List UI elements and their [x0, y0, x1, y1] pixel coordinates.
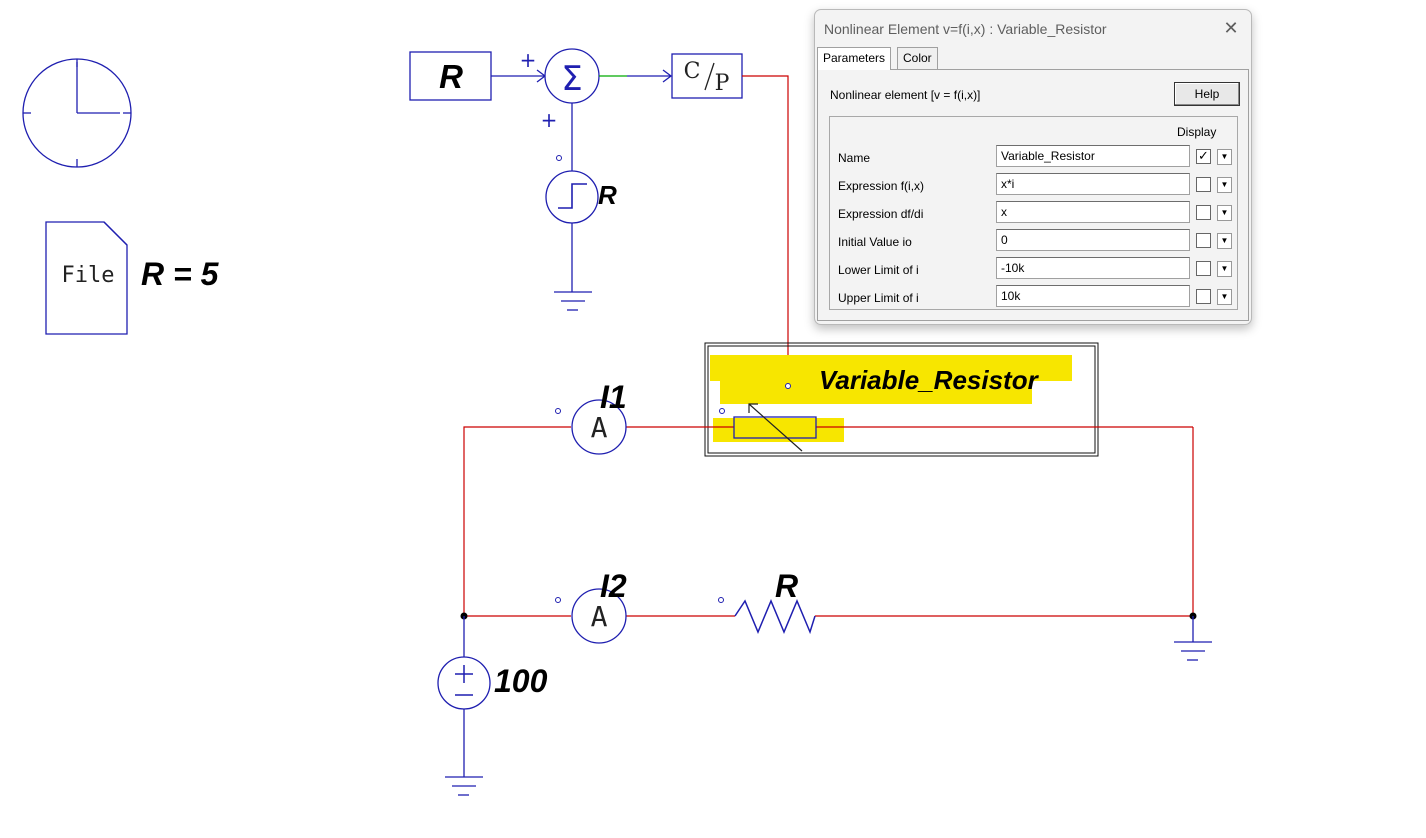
- ammeter-2-symbol: A: [591, 600, 608, 633]
- ammeter-2-label: I2: [600, 568, 627, 604]
- selection-box-inner: [707, 345, 1096, 454]
- expression-df-input[interactable]: x: [996, 201, 1190, 223]
- ammeter-1-symbol: A: [591, 411, 608, 444]
- param-label: Lower Limit of i: [838, 263, 919, 277]
- display-checkbox-name[interactable]: ✓: [1196, 149, 1211, 164]
- ammeter-1-label: I1: [600, 379, 627, 415]
- param-row-expression-df: Expression df/di x ▼: [830, 201, 1237, 225]
- r-source-block[interactable]: R: [409, 51, 492, 101]
- summer-plus-top: +: [520, 48, 537, 72]
- cp-block-p: P: [715, 71, 730, 96]
- chevron-down-icon[interactable]: ▼: [1217, 261, 1232, 277]
- param-row-initial-value: Initial Value io 0 ▼: [830, 229, 1237, 253]
- source-label: 100: [494, 663, 548, 699]
- initial-value-input[interactable]: 0: [996, 229, 1190, 251]
- clock-element[interactable]: [22, 58, 132, 168]
- ground-right: [1174, 641, 1212, 661]
- chevron-down-icon[interactable]: ▼: [1217, 149, 1232, 165]
- summer-sigma: Σ: [561, 59, 582, 99]
- ammeter-2[interactable]: A: [571, 588, 627, 644]
- display-checkbox-lower-limit[interactable]: [1196, 261, 1211, 276]
- param-label: Initial Value io: [838, 235, 912, 249]
- expression-f-input[interactable]: x*i: [996, 173, 1190, 195]
- chevron-down-icon[interactable]: ▼: [1217, 177, 1232, 193]
- variable-resistor[interactable]: [733, 403, 817, 452]
- param-label: Name: [838, 151, 871, 165]
- help-button[interactable]: Help: [1174, 82, 1240, 106]
- step-source-label: R: [598, 180, 617, 210]
- display-checkbox-upper-limit[interactable]: [1196, 289, 1211, 304]
- summer-plus-bottom: +: [541, 108, 558, 132]
- lower-limit-input[interactable]: -10k: [996, 257, 1190, 279]
- display-checkbox-initial-value[interactable]: [1196, 233, 1211, 248]
- r-assign-label: R = 5: [141, 256, 219, 292]
- ground-step: [554, 291, 592, 311]
- param-label: Expression df/di: [838, 207, 924, 221]
- param-label: Expression f(i,x): [838, 179, 925, 193]
- ammeter-1[interactable]: A: [571, 399, 627, 455]
- file-block-label: File: [62, 263, 115, 288]
- display-header: Display: [1177, 125, 1217, 139]
- param-row-name: Name Variable_Resistor ✓ ▼: [830, 145, 1237, 169]
- wire-control: [742, 75, 789, 383]
- r-source-label: R: [439, 58, 463, 95]
- highlight-bar-2: [720, 378, 1032, 404]
- display-checkbox-expression-f[interactable]: [1196, 177, 1211, 192]
- ground-source: [445, 776, 483, 796]
- tab-color[interactable]: Color: [897, 47, 938, 69]
- resistor-label: R: [775, 568, 799, 604]
- param-row-expression-f: Expression f(i,x) x*i ▼: [830, 173, 1237, 197]
- chevron-down-icon[interactable]: ▼: [1217, 205, 1232, 221]
- param-row-lower-limit: Lower Limit of i -10k ▼: [830, 257, 1237, 281]
- step-source[interactable]: [545, 170, 599, 224]
- file-block[interactable]: File: [45, 221, 128, 335]
- chevron-down-icon[interactable]: ▼: [1217, 289, 1232, 305]
- cp-block-c: C: [684, 59, 701, 84]
- highlight-bar-1: [710, 355, 1072, 381]
- parameters-group: Display Name Variable_Resistor ✓ ▼ Expre…: [829, 116, 1238, 310]
- tab-parameters[interactable]: Parameters: [817, 47, 892, 70]
- name-input[interactable]: Variable_Resistor: [996, 145, 1190, 167]
- close-icon[interactable]: ✕: [1223, 18, 1239, 38]
- upper-limit-input[interactable]: 10k: [996, 285, 1190, 307]
- chevron-down-icon[interactable]: ▼: [1217, 233, 1232, 249]
- param-row-upper-limit: Upper Limit of i 10k ▼: [830, 285, 1237, 309]
- dialog-title: Nonlinear Element v=f(i,x) : Variable_Re…: [824, 21, 1107, 37]
- param-label: Upper Limit of i: [838, 291, 919, 305]
- summer-block[interactable]: Σ + +: [520, 48, 600, 132]
- cp-block[interactable]: C P: [671, 53, 743, 99]
- variable-resistor-label: Variable_Resistor: [819, 365, 1038, 395]
- parameters-panel: Nonlinear element [v = f(i,x)] Help Disp…: [817, 69, 1249, 321]
- resistor-r[interactable]: [734, 599, 816, 635]
- selection-box-outer: [704, 342, 1099, 457]
- dc-voltage-source[interactable]: [437, 656, 491, 710]
- display-checkbox-expression-df[interactable]: [1196, 205, 1211, 220]
- nonlinear-header: Nonlinear element [v = f(i,x)]: [830, 88, 981, 102]
- nonlinear-element-dialog[interactable]: Nonlinear Element v=f(i,x) : Variable_Re…: [814, 9, 1252, 325]
